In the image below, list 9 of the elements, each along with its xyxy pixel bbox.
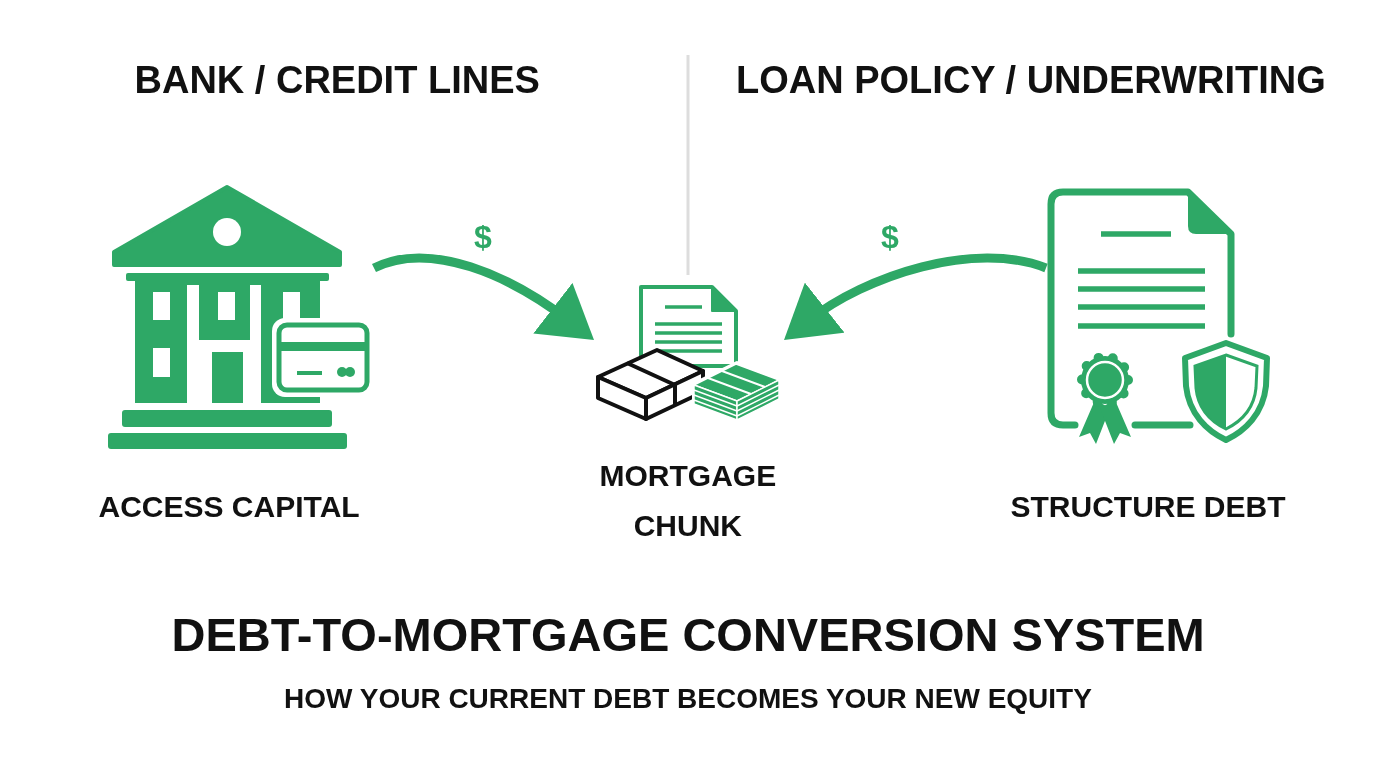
curved-arrow bbox=[783, 253, 1048, 339]
curved-arrow bbox=[372, 253, 595, 340]
node-label: ACCESS CAPITAL bbox=[98, 492, 360, 522]
column-heading: LOAN POLICY / UNDERWRITING bbox=[736, 61, 1326, 99]
diagram-title: DEBT-TO-MORTGAGE CONVERSION SYSTEM bbox=[171, 611, 1205, 658]
column-heading: BANK / CREDIT LINES bbox=[134, 61, 540, 99]
diagram-subtitle: HOW YOUR CURRENT DEBT BECOMES YOUR NEW EQUITY bbox=[284, 685, 1092, 713]
node-label: MORTGAGE CHUNK bbox=[599, 458, 777, 544]
node-label: STRUCTURE DEBT bbox=[1010, 492, 1286, 522]
